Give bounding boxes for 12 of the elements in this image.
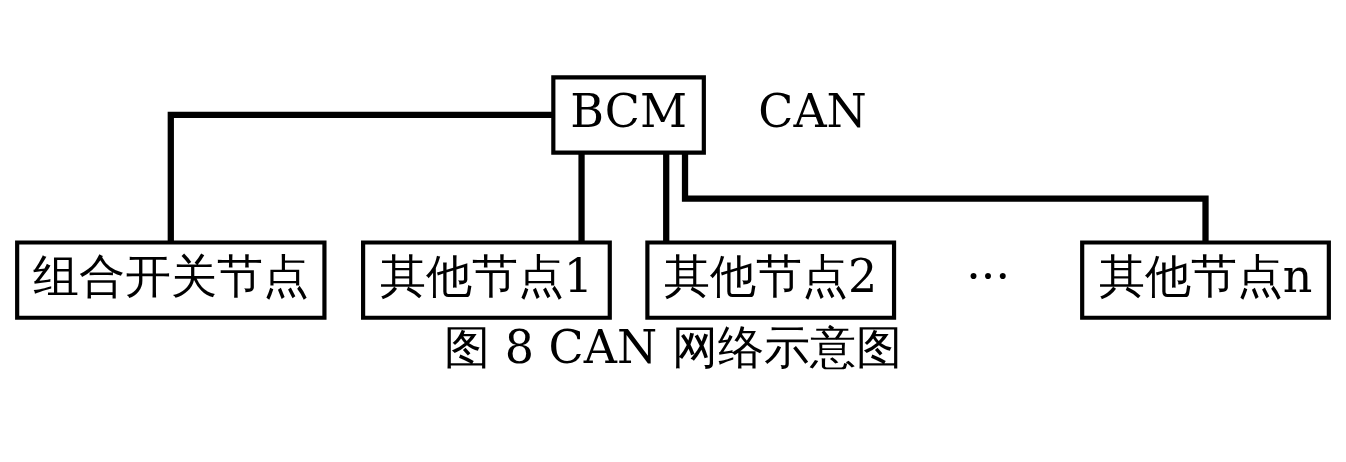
connector: [681, 152, 1209, 243]
caption: 图 8 CAN 网络示意图: [444, 319, 902, 374]
label: CAN: [758, 83, 867, 138]
connector: [167, 111, 553, 242]
connector: [578, 153, 585, 243]
label: ···: [966, 248, 1011, 303]
node-box: 其他节点n: [1080, 240, 1331, 320]
node-box: BCM: [551, 75, 706, 155]
node-box: 组合开关节点: [15, 240, 327, 320]
connector: [663, 153, 670, 243]
node-box: 其他节点1: [361, 240, 612, 320]
node-box: 其他节点2: [645, 240, 897, 320]
